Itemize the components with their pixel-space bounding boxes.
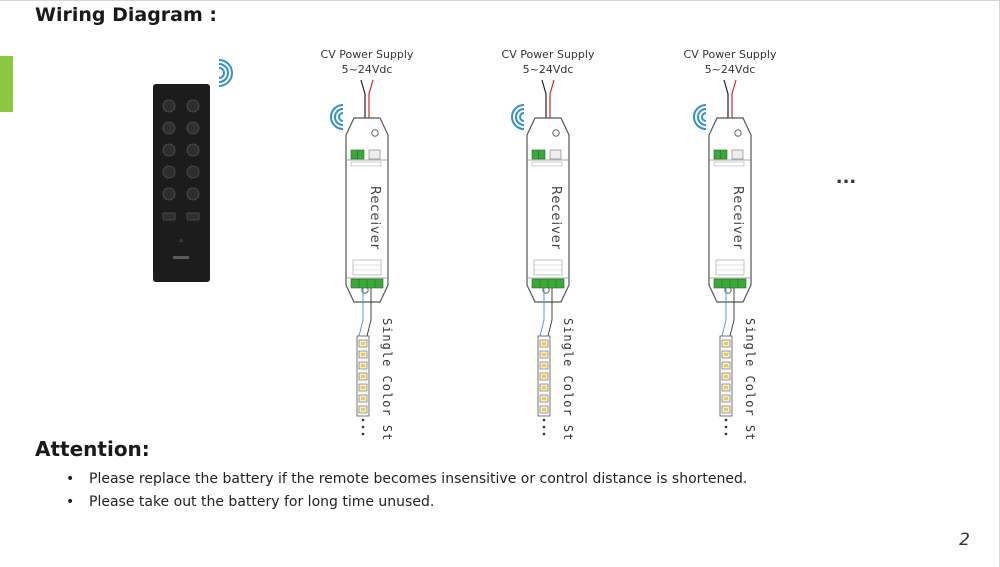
mounting-hole	[734, 129, 742, 137]
remote-button-icon	[162, 99, 176, 113]
learn-button-icon	[368, 149, 381, 160]
power-supply-voltage: 5~24Vdc	[523, 63, 574, 76]
learn-button-icon	[549, 149, 562, 160]
remote-controller: ⌂	[153, 59, 233, 282]
receiver-label: Receiver	[367, 186, 382, 250]
svg-text:⌂: ⌂	[179, 238, 182, 244]
mounting-hole	[371, 129, 379, 137]
power-supply-label: CV Power Supply	[321, 48, 414, 61]
output-spec-table	[533, 259, 563, 276]
power-supply-label: CV Power Supply	[502, 48, 595, 61]
page-top-border	[0, 0, 1000, 1]
output-wire	[729, 288, 735, 337]
remote-button-icon	[186, 99, 200, 113]
learn-button-icon	[731, 149, 744, 160]
strip-continuation-dot	[542, 425, 546, 429]
output-spec-table	[352, 259, 382, 276]
section-accent-tab	[0, 56, 13, 112]
remote-button-icon	[186, 165, 200, 179]
output-spec-table	[715, 259, 745, 276]
receiver-housing	[345, 117, 389, 303]
strip-continuation-dot	[361, 418, 365, 422]
remote-button-icon	[186, 121, 200, 135]
remote-button-icon	[162, 212, 176, 221]
remote-signal-icon	[218, 59, 233, 87]
strip-label: Single Color Strip	[561, 318, 575, 440]
output-wire	[721, 288, 727, 337]
page-number: 2	[959, 530, 970, 550]
output-wire	[366, 288, 372, 337]
remote-button-icon	[186, 187, 200, 201]
attention-heading: Attention:	[35, 437, 150, 461]
strip-continuation-dot	[724, 425, 728, 429]
strip-continuation-dot	[542, 432, 546, 436]
power-supply-label: CV Power Supply	[684, 48, 777, 61]
receiver-housing	[708, 117, 752, 303]
wireless-signal-icon	[330, 104, 344, 130]
remote-button-icon	[162, 165, 176, 179]
remote-button-icon	[162, 187, 176, 201]
strip-continuation-dot	[724, 432, 728, 436]
remote-button-icon	[162, 143, 176, 157]
strip-continuation-dot	[361, 432, 365, 436]
power-supply-voltage: 5~24Vdc	[342, 63, 393, 76]
wireless-signal-icon	[693, 104, 707, 130]
remote-button-icon	[186, 143, 200, 157]
section-title: Wiring Diagram :	[35, 4, 218, 26]
power-supply-voltage: 5~24Vdc	[705, 63, 756, 76]
remote-button-icon	[162, 121, 176, 135]
strip-continuation-dot	[361, 425, 365, 429]
remote-button-icon	[186, 212, 200, 221]
output-wire	[539, 288, 545, 337]
attention-note: Please replace the battery if the remote…	[66, 468, 747, 491]
output-wire	[547, 288, 553, 337]
attention-notes: Please replace the battery if the remote…	[66, 468, 747, 514]
strip-label: Single Color Strip	[380, 318, 394, 440]
mounting-hole	[552, 129, 560, 137]
strip-continuation-dot	[542, 418, 546, 422]
attention-note: Please take out the battery for long tim…	[66, 491, 747, 514]
output-wire	[358, 288, 364, 337]
receiver-label: Receiver	[730, 186, 745, 250]
strip-continuation-dot	[724, 418, 728, 422]
continuation-ellipsis: ...	[836, 167, 857, 188]
strip-label: Single Color Strip	[743, 318, 757, 440]
receiver-label: Receiver	[548, 186, 563, 250]
wireless-signal-icon	[511, 104, 525, 130]
receiver-housing	[526, 117, 570, 303]
